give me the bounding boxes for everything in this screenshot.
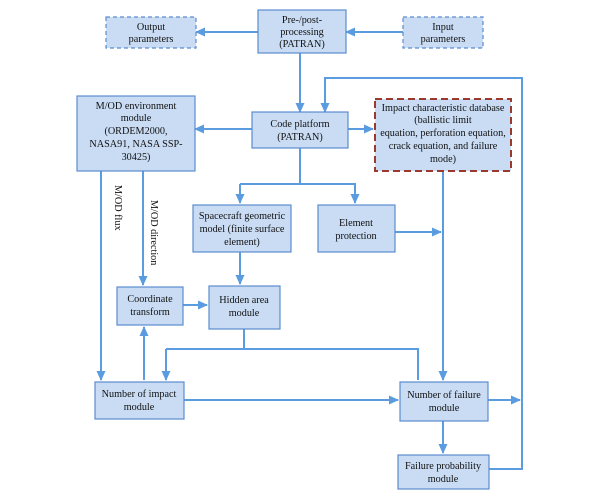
- spacecraft-line-2: model (finite surface: [200, 224, 285, 235]
- failure-prob-line-1: Failure probability: [405, 461, 482, 472]
- pre-post-processing-box: Pre-/post- processing (PATRAN): [257, 9, 347, 54]
- edge-failureprob-loop-to-codeplatform: [320, 77, 523, 470]
- hidden-area-line-2: module: [229, 308, 260, 319]
- impact-db-line-1: Impact characteristic database: [382, 103, 505, 114]
- impact-count-line-2: module: [124, 402, 155, 413]
- env-line-1: M/OD environment: [96, 101, 177, 112]
- impact-count-line-1: Number of impact: [102, 389, 177, 400]
- failure-prob-line-2: module: [428, 474, 459, 485]
- output-parameters-line-2: parameters: [129, 34, 174, 45]
- mod-environment-module-box: M/OD environment module (ORDEM2000, NASA…: [76, 95, 196, 172]
- env-line-4: NASA91, NASA SSP-: [89, 139, 183, 150]
- edge-codeplatform-split: [240, 148, 301, 185]
- output-parameters-box: Output parameters: [105, 16, 197, 49]
- coord-line-2: transform: [130, 307, 170, 318]
- spacecraft-line-1: Spacecraft geometric: [199, 211, 286, 222]
- env-line-5: 30425): [122, 152, 151, 163]
- output-parameters-line-1: Output: [137, 22, 165, 33]
- coord-line-1: Coordinate: [127, 294, 173, 305]
- code-platform-box: Code platform (PATRAN): [251, 111, 349, 149]
- pre-post-line-2: processing: [280, 27, 324, 38]
- spacecraft-geometric-model-box: Spacecraft geometric model (finite surfa…: [192, 204, 292, 253]
- impact-db-line-2: (ballistic limit: [414, 115, 472, 126]
- code-platform-line-1: Code platform: [270, 119, 329, 130]
- input-parameters-line-2: parameters: [421, 34, 466, 45]
- edge-split-to-protection: [300, 183, 360, 204]
- failure-probability-module-box: Failure probability module: [397, 454, 490, 490]
- input-parameters-line-1: Input: [432, 22, 454, 33]
- pre-post-line-1: Pre-/post-: [282, 15, 323, 26]
- impact-db-line-4: crack equation, and failure: [389, 141, 498, 152]
- hidden-area-module-box: Hidden area module: [208, 285, 281, 330]
- input-parameters-box: Input parameters: [402, 16, 484, 49]
- element-protection-line-1: Element: [339, 218, 373, 229]
- element-protection-box: Element protection: [317, 204, 396, 253]
- env-line-2: module: [121, 113, 152, 124]
- failure-count-line-1: Number of failure: [407, 390, 481, 401]
- impact-db-line-3: equation, perforation equation,: [380, 128, 506, 139]
- impact-characteristic-database-box: Impact characteristic database (ballisti…: [374, 98, 512, 172]
- mod-flux-label: M/OD flux: [112, 185, 123, 231]
- edges: [96, 27, 523, 470]
- number-of-impact-module-box: Number of impact module: [94, 381, 185, 420]
- failure-count-line-2: module: [429, 403, 460, 414]
- hidden-area-line-1: Hidden area: [219, 295, 269, 306]
- env-line-3: (ORDEM2000,: [104, 126, 167, 137]
- mod-direction-label: M/OD direction: [148, 200, 159, 265]
- edge-bus-to-failurecount: [166, 348, 419, 380]
- coordinate-transform-box: Coordinate transform: [116, 286, 184, 326]
- number-of-failure-module-box: Number of failure module: [399, 381, 489, 422]
- pre-post-line-3: (PATRAN): [279, 39, 324, 50]
- impact-db-line-5: mode): [430, 154, 456, 165]
- spacecraft-line-3: element): [224, 237, 260, 248]
- code-platform-line-2: (PATRAN): [277, 132, 322, 143]
- element-protection-line-2: protection: [335, 231, 376, 242]
